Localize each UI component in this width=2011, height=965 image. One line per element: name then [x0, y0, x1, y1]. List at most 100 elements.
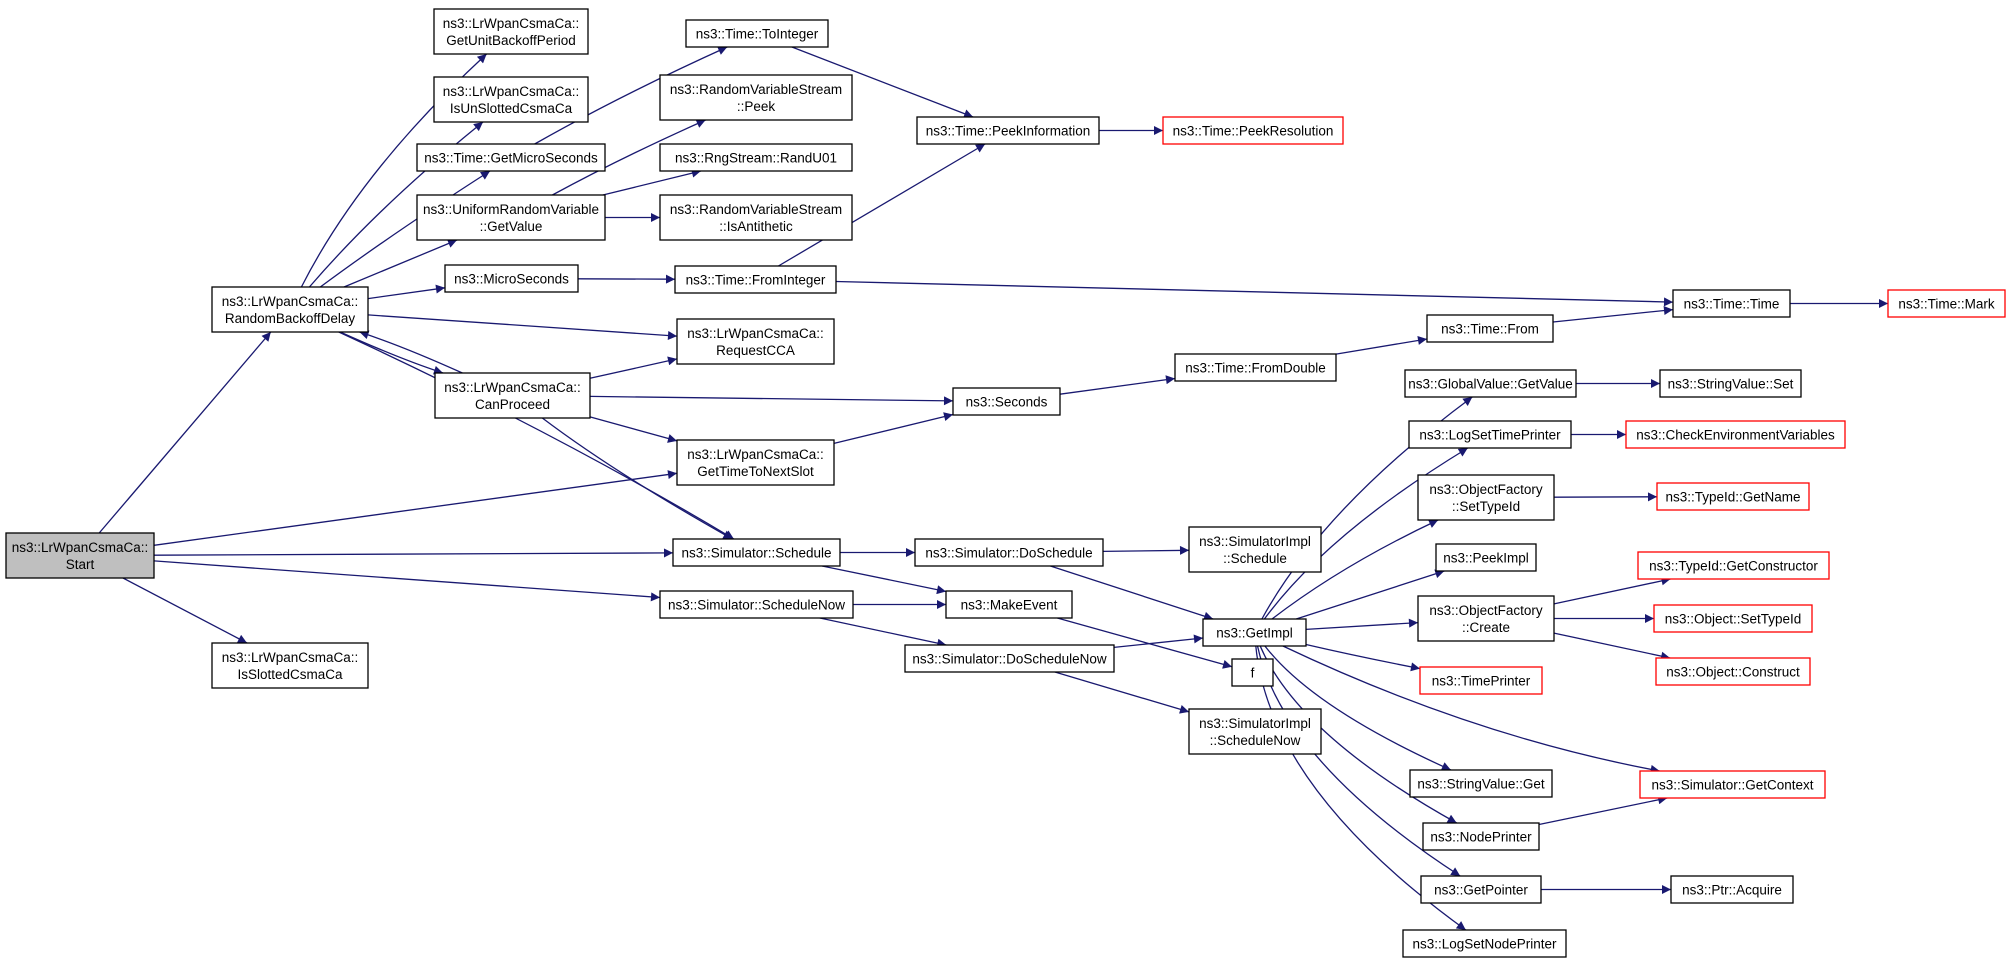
node-box: [1202, 618, 1307, 647]
node-peekinfo[interactable]: ns3::Time::PeekInformation: [916, 116, 1100, 145]
node-getpointer[interactable]: ns3::GetPointer: [1420, 875, 1542, 904]
node-timetime[interactable]: ns3::Time::Time: [1672, 289, 1791, 318]
node-simimplsched[interactable]: ns3::SimulatorImpl::Schedule: [1188, 526, 1322, 573]
edge-canproceed-to-schedule: [541, 417, 733, 540]
node-f[interactable]: f: [1231, 658, 1274, 687]
node-box: [1422, 822, 1540, 851]
node-label: Start: [66, 557, 95, 572]
node-canproceed[interactable]: ns3::LrWpanCsmaCa::CanProceed: [434, 372, 591, 419]
node-logsetnode[interactable]: ns3::LogSetNodePrinter: [1402, 929, 1567, 958]
node-label: ns3::RandomVariableStream: [670, 82, 842, 97]
node-label: ns3::RandomVariableStream: [670, 202, 842, 217]
edge-fromdouble-to-timefrom: [1335, 336, 1428, 355]
node-box: [1625, 420, 1846, 449]
node-seconds[interactable]: ns3::Seconds: [952, 387, 1061, 416]
node-objsettype[interactable]: ns3::Object::SetTypeId: [1653, 604, 1813, 633]
node-logsettime[interactable]: ns3::LogSetTimePrinter: [1408, 420, 1572, 449]
edge-rbd-to-reqcca: [367, 314, 678, 340]
node-gvgetvalue[interactable]: ns3::GlobalValue::GetValue: [1404, 369, 1577, 398]
node-label: ns3::StringValue::Get: [1417, 777, 1545, 792]
node-box: [1162, 116, 1344, 145]
edge-start-to-schedule: [153, 548, 674, 558]
node-box: [1426, 314, 1554, 343]
edge-canproceed-to-rbd: [359, 330, 463, 374]
node-schedule[interactable]: ns3::Simulator::Schedule: [672, 538, 841, 567]
edge-getimpl-to-svget: [1264, 645, 1452, 771]
node-simgetctx[interactable]: ns3::Simulator::GetContext: [1639, 770, 1826, 799]
node-box: [914, 538, 1104, 567]
node-label: ns3::LrWpanCsmaCa::: [222, 294, 359, 309]
node-box: [685, 19, 829, 48]
node-label: ns3::LogSetTimePrinter: [1419, 428, 1561, 443]
node-box: [1887, 289, 2006, 318]
node-isanti[interactable]: ns3::RandomVariableStream::IsAntithetic: [659, 194, 853, 241]
node-timemark[interactable]: ns3::Time::Mark: [1887, 289, 2006, 318]
node-label: IsSlottedCsmaCa: [237, 667, 343, 682]
node-toint[interactable]: ns3::Time::ToInteger: [685, 19, 829, 48]
node-microsec[interactable]: ns3::MicroSeconds: [444, 264, 579, 293]
node-start[interactable]: ns3::LrWpanCsmaCa::Start: [5, 532, 155, 579]
node-getimpl[interactable]: ns3::GetImpl: [1202, 618, 1307, 647]
node-urv[interactable]: ns3::UniformRandomVariable::GetValue: [416, 194, 606, 241]
node-label: ns3::PeekImpl: [1443, 551, 1529, 566]
node-tidctor[interactable]: ns3::TypeId::GetConstructor: [1637, 551, 1830, 580]
node-getunit[interactable]: ns3::LrWpanCsmaCa::GetUnitBackoffPeriod: [433, 8, 589, 55]
node-ofcreate[interactable]: ns3::ObjectFactory::Create: [1417, 595, 1555, 642]
node-simimplschednow[interactable]: ns3::SimulatorImpl::ScheduleNow: [1188, 708, 1322, 755]
node-box: [945, 590, 1073, 619]
node-fromdouble[interactable]: ns3::Time::FromDouble: [1174, 353, 1337, 382]
node-box: [676, 318, 835, 365]
node-box: [659, 590, 854, 619]
node-rbd[interactable]: ns3::LrWpanCsmaCa::RandomBackoffDelay: [211, 286, 369, 333]
node-svget[interactable]: ns3::StringValue::Get: [1409, 769, 1553, 798]
node-box: [1672, 289, 1791, 318]
node-box: [1656, 482, 1810, 511]
node-box: [1174, 353, 1337, 382]
node-dosched[interactable]: ns3::Simulator::DoSchedule: [914, 538, 1104, 567]
node-label: ns3::GetPointer: [1434, 883, 1528, 898]
node-label: ns3::LrWpanCsmaCa::: [12, 540, 149, 555]
node-isslotted[interactable]: ns3::LrWpanCsmaCa::IsSlottedCsmaCa: [211, 642, 369, 689]
node-checkenv[interactable]: ns3::CheckEnvironmentVariables: [1625, 420, 1846, 449]
node-tidname[interactable]: ns3::TypeId::GetName: [1656, 482, 1810, 511]
node-label: ns3::CheckEnvironmentVariables: [1636, 428, 1835, 443]
node-label: ::Create: [1462, 620, 1510, 635]
edge-canproceed-to-reqcca: [589, 356, 678, 379]
node-nodeprinter[interactable]: ns3::NodePrinter: [1422, 822, 1540, 851]
node-peekres[interactable]: ns3::Time::PeekResolution: [1162, 116, 1344, 145]
node-box: [1408, 420, 1572, 449]
edge-rbd-to-getmicro: [319, 170, 491, 288]
node-fromint[interactable]: ns3::Time::FromInteger: [674, 265, 837, 294]
node-ofsettype[interactable]: ns3::ObjectFactory::SetTypeId: [1417, 474, 1555, 521]
node-label: f: [1251, 666, 1255, 681]
node-schednow[interactable]: ns3::Simulator::ScheduleNow: [659, 590, 854, 619]
node-makeevent[interactable]: ns3::MakeEvent: [945, 590, 1073, 619]
node-label: ns3::Object::Construct: [1666, 665, 1800, 680]
node-reqcca[interactable]: ns3::LrWpanCsmaCa::RequestCCA: [676, 318, 835, 365]
edge-rbd-to-canproceed: [339, 331, 444, 375]
node-label: ns3::Time::PeekInformation: [926, 124, 1091, 139]
node-box: [1653, 604, 1813, 633]
node-ptracquire[interactable]: ns3::Ptr::Acquire: [1670, 875, 1794, 904]
node-peekimpl[interactable]: ns3::PeekImpl: [1435, 543, 1537, 572]
node-svset[interactable]: ns3::StringValue::Set: [1659, 369, 1802, 398]
node-doschednow[interactable]: ns3::Simulator::DoScheduleNow: [904, 644, 1115, 673]
node-label: ns3::ObjectFactory: [1429, 482, 1543, 497]
node-isunslotted[interactable]: ns3::LrWpanCsmaCa::IsUnSlottedCsmaCa: [433, 76, 589, 123]
node-randu01[interactable]: ns3::RngStream::RandU01: [659, 143, 853, 172]
node-objconstruct[interactable]: ns3::Object::Construct: [1655, 657, 1811, 686]
node-label: ns3::Simulator::DoSchedule: [925, 546, 1092, 561]
node-timeprinter[interactable]: ns3::TimePrinter: [1419, 666, 1543, 695]
node-label: ns3::NodePrinter: [1430, 830, 1532, 845]
node-rvspeek[interactable]: ns3::RandomVariableStream::Peek: [659, 74, 853, 121]
node-gettnext[interactable]: ns3::LrWpanCsmaCa::GetTimeToNextSlot: [676, 439, 835, 486]
edge-getimpl-to-peekimpl: [1295, 569, 1445, 620]
node-getmicro[interactable]: ns3::Time::GetMicroSeconds: [416, 143, 606, 172]
edge-rbd-to-isunslotted: [308, 121, 484, 288]
node-timefrom[interactable]: ns3::Time::From: [1426, 314, 1554, 343]
node-label: RequestCCA: [716, 343, 795, 358]
edge-getimpl-to-simgetctx: [1282, 645, 1660, 774]
node-label: ns3::Time::ToInteger: [696, 27, 819, 42]
edges-layer: [98, 46, 1888, 931]
